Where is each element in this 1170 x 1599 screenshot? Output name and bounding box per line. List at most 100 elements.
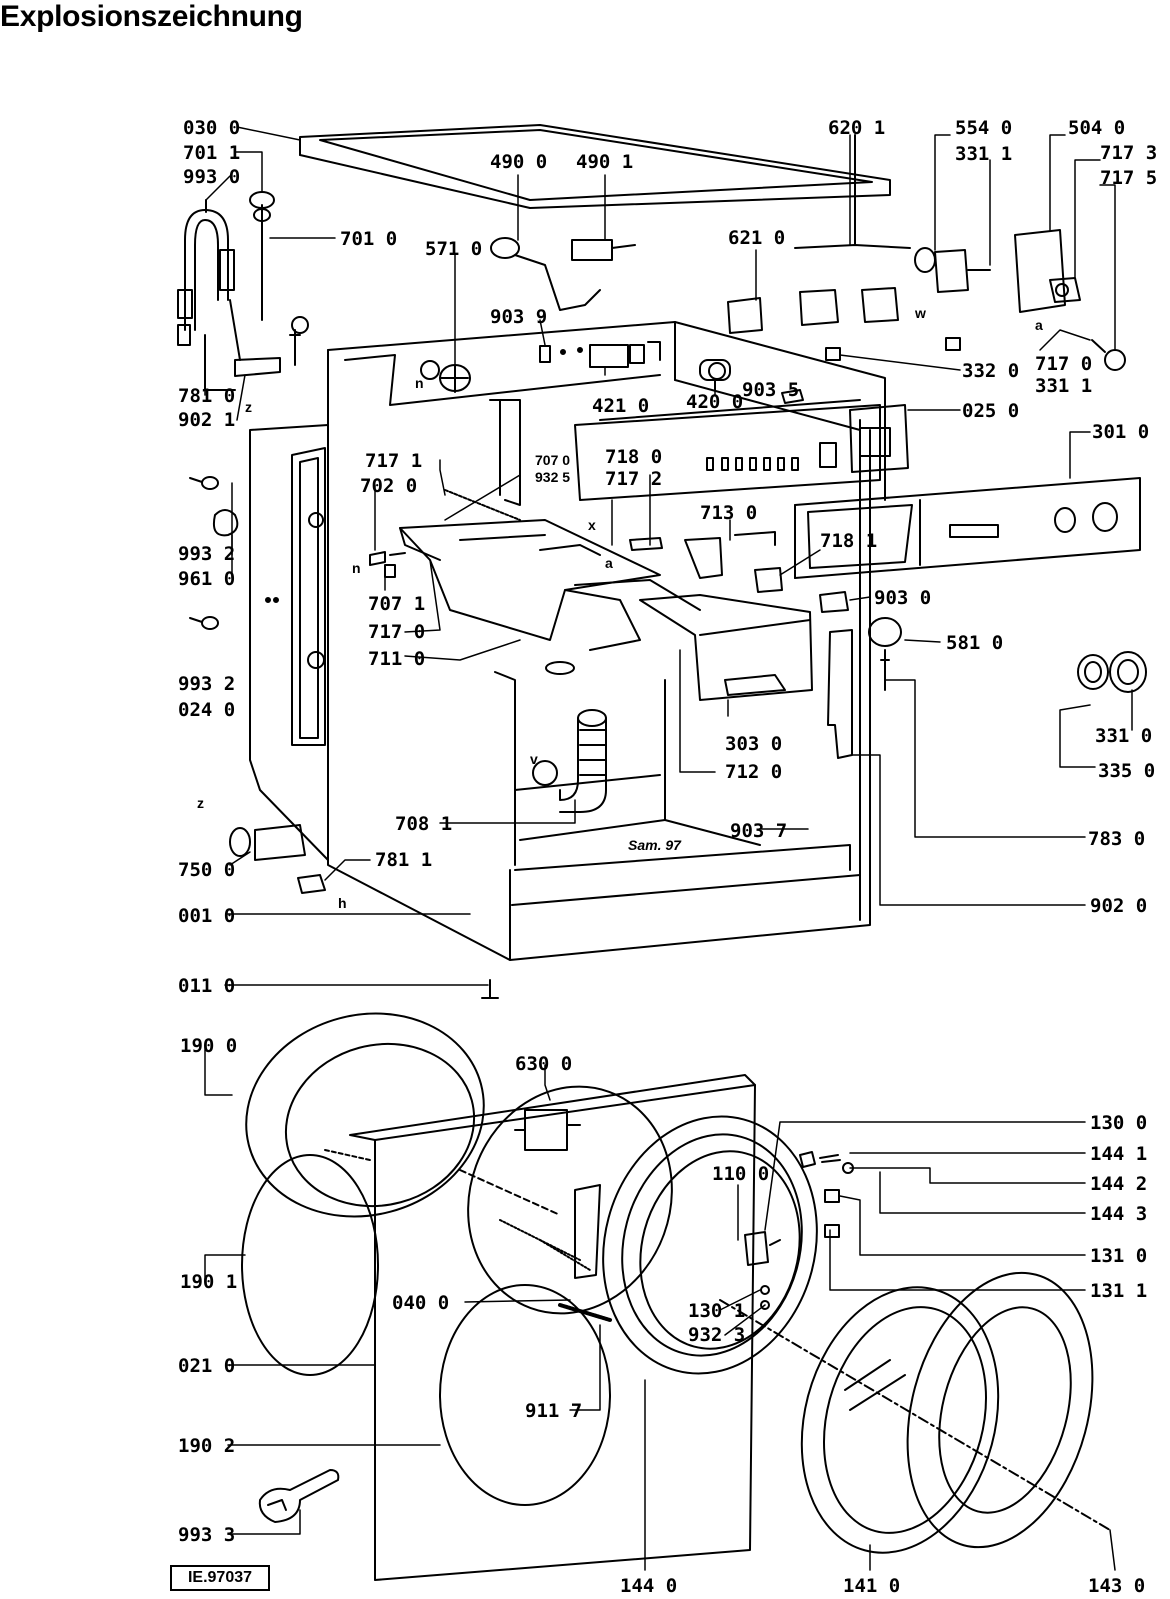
- label-7810: 781 0: [178, 385, 235, 407]
- mains-cable-part: [490, 237, 661, 368]
- label-7020: 702 0: [360, 475, 417, 497]
- page-title: Explosionszeichnung: [0, 0, 303, 33]
- label-7071: 707 1: [368, 593, 425, 615]
- label-1441: 144 1: [1090, 1143, 1147, 1165]
- label-0250: 025 0: [962, 400, 1019, 422]
- letter-n2: n: [352, 560, 361, 576]
- label-6210: 621 0: [728, 227, 785, 249]
- detergent-drawer-part: [399, 519, 813, 701]
- label-7130: 713 0: [700, 502, 757, 524]
- label-7120: 712 0: [725, 761, 782, 783]
- label-1442: 144 2: [1090, 1173, 1147, 1195]
- label-3350: 335 0: [1098, 760, 1155, 782]
- label-7171: 717 1: [365, 450, 422, 472]
- letter-h: h: [338, 895, 347, 911]
- spring-part: [444, 489, 521, 521]
- label-7081: 708 1: [395, 813, 452, 835]
- wrench-tool-part: [258, 1469, 340, 1523]
- label-7175: 717 5: [1100, 167, 1157, 189]
- label-5540: 554 0: [955, 117, 1012, 139]
- label-4901: 490 1: [576, 151, 633, 173]
- label-7172: 717 2: [605, 468, 662, 490]
- label-4210: 421 0: [592, 395, 649, 417]
- letter-a2: a: [1035, 317, 1043, 333]
- label-3311b: 331 1: [1035, 375, 1092, 397]
- label-1902: 190 2: [178, 1435, 235, 1457]
- reference-number-box: IE.97037: [170, 1565, 270, 1591]
- hose-assembly-part: [177, 191, 309, 391]
- letter-n1: n: [415, 375, 424, 391]
- label-4200: 420 0: [686, 391, 743, 413]
- label-7170: 717 0: [368, 621, 425, 643]
- label-5040: 504 0: [1068, 117, 1125, 139]
- label-1310: 131 0: [1090, 1245, 1147, 1267]
- letter-a1: a: [605, 555, 613, 571]
- label-1410: 141 0: [843, 1575, 900, 1597]
- label-9933: 993 3: [178, 1524, 235, 1546]
- label-3320: 332 0: [962, 360, 1019, 382]
- label-1440: 144 0: [620, 1575, 677, 1597]
- program-selector-parts: [727, 134, 1126, 371]
- label-1311: 131 1: [1090, 1280, 1147, 1302]
- label-7070: 707 0: [535, 452, 570, 468]
- label-0210: 021 0: [178, 1355, 235, 1377]
- label-9039: 903 9: [490, 306, 547, 328]
- label-7181: 718 1: [820, 530, 877, 552]
- control-panel-part: [794, 477, 1141, 579]
- part-labels: 030 0 701 1 993 0 701 0 490 0 490 1 571 …: [178, 117, 1157, 1597]
- label-1900: 190 0: [180, 1035, 237, 1057]
- label-1300: 130 0: [1090, 1112, 1147, 1134]
- label-9020: 902 0: [1090, 895, 1147, 917]
- label-4900: 490 0: [490, 151, 547, 173]
- label-7010: 701 0: [340, 228, 397, 250]
- label-1430: 143 0: [1088, 1575, 1145, 1597]
- letter-w: w: [914, 305, 926, 321]
- letter-v: v: [530, 751, 538, 767]
- label-3030: 303 0: [725, 733, 782, 755]
- label-1100: 110 0: [712, 1163, 769, 1185]
- label-9610: 961 0: [178, 568, 235, 590]
- label-7180: 718 0: [605, 446, 662, 468]
- label-0010: 001 0: [178, 905, 235, 927]
- label-0110: 011 0: [178, 975, 235, 997]
- front-panel-part: [349, 1074, 756, 1581]
- label-1301: 130 1: [688, 1300, 745, 1322]
- label-7011: 701 1: [183, 142, 240, 164]
- control-bracket-part: [574, 399, 909, 501]
- label-7170r: 717 0: [1035, 353, 1092, 375]
- label-3311a: 331 1: [955, 143, 1012, 165]
- door-window-part: [719, 1271, 1111, 1554]
- label-9035: 903 5: [742, 379, 799, 401]
- label-9932a: 993 2: [178, 543, 235, 565]
- screws-clips-part: [189, 476, 499, 999]
- label-9323: 932 3: [688, 1324, 745, 1346]
- label-3310: 331 0: [1095, 725, 1152, 747]
- label-9325: 932 5: [535, 469, 570, 485]
- label-7811: 781 1: [375, 849, 432, 871]
- label-1443: 144 3: [1090, 1203, 1147, 1225]
- door-gasket-part: [245, 1012, 485, 1218]
- label-7830: 783 0: [1088, 828, 1145, 850]
- label-7173: 717 3: [1100, 142, 1157, 164]
- side-panel-part: [249, 424, 329, 861]
- label-9930: 993 0: [183, 166, 240, 188]
- label-9021: 902 1: [178, 409, 235, 431]
- inner-brackets-part: [629, 531, 849, 613]
- pressure-switch-part: [827, 617, 1147, 759]
- label-5810: 581 0: [946, 632, 1003, 654]
- label-9932b: 993 2: [178, 673, 235, 695]
- door-spring-part: [558, 1303, 612, 1322]
- label-7110: 711 0: [368, 648, 425, 670]
- label-9030: 903 0: [874, 587, 931, 609]
- letter-x: x: [588, 517, 596, 533]
- label-0300: 030 0: [183, 117, 240, 139]
- cabinet-body-part: [327, 321, 886, 961]
- label-3010: 301 0: [1092, 421, 1149, 443]
- drum-part: [241, 1154, 379, 1376]
- letter-z1: z: [245, 399, 252, 415]
- door-ring-part: [602, 1115, 818, 1375]
- leader-lines: [204, 126, 1133, 1571]
- top-lid-part: [299, 124, 891, 209]
- letter-z2: z: [197, 795, 204, 811]
